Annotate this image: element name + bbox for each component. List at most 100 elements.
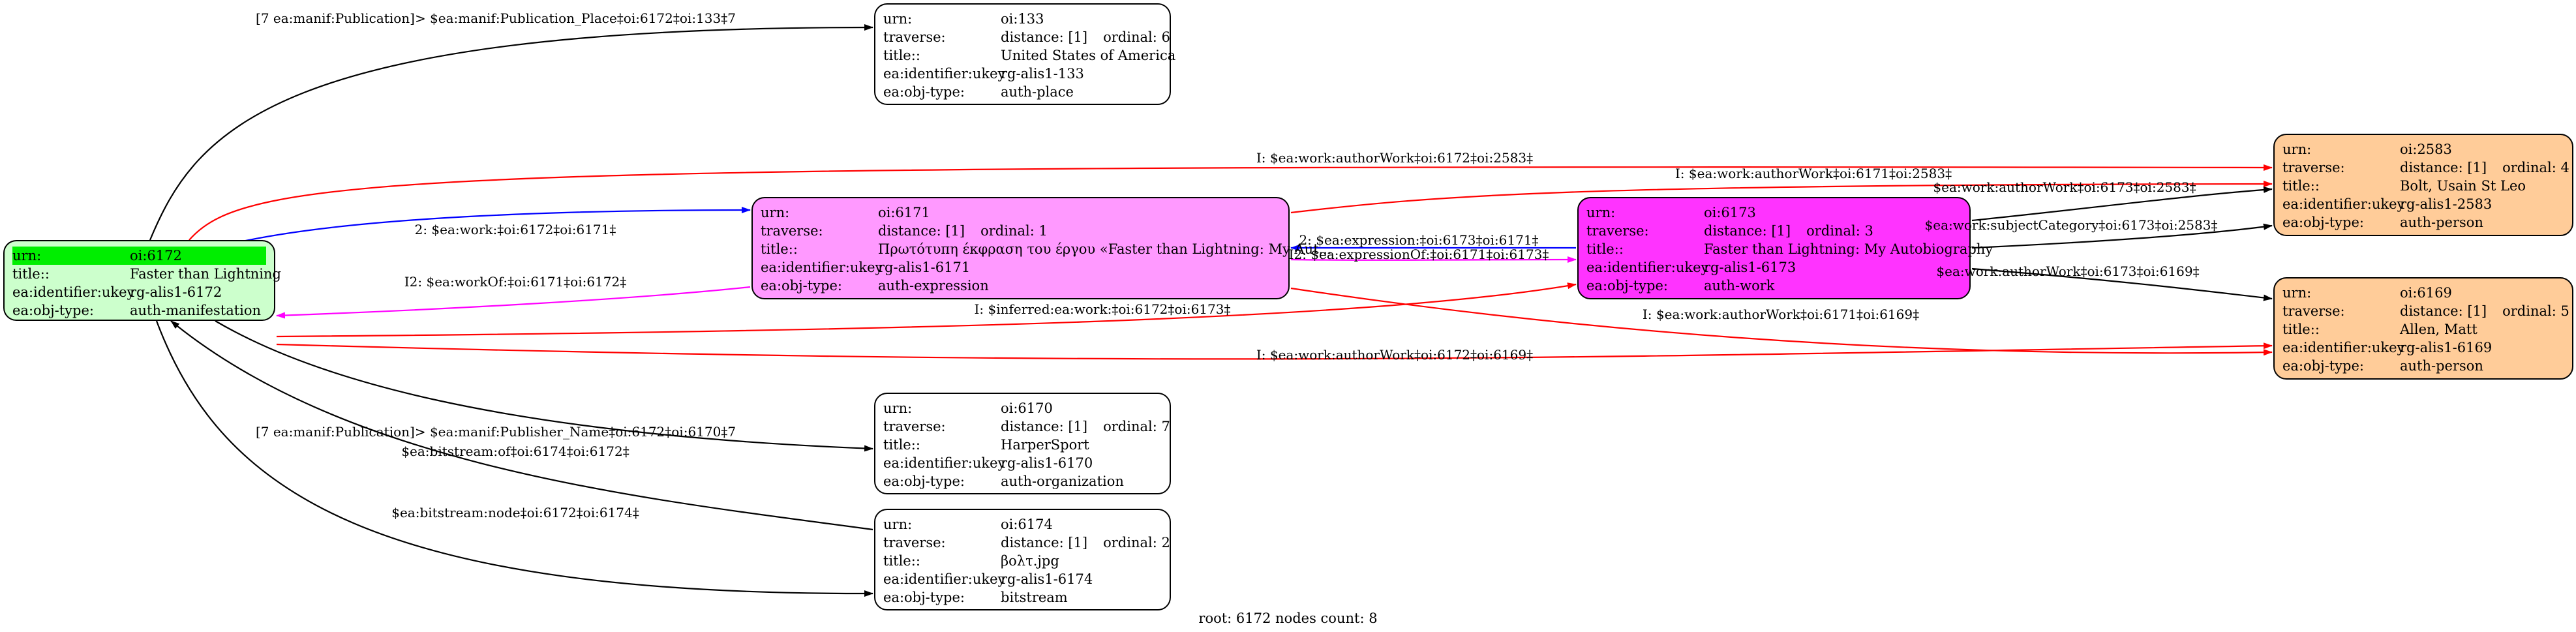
node-field-key: ea:obj-type: xyxy=(761,278,842,293)
node-field-value-text: oi:6173 xyxy=(1704,205,1756,220)
node-field-key: traverse: xyxy=(761,223,823,239)
edge-line xyxy=(276,342,2273,360)
edge-line xyxy=(189,164,2273,241)
node-field-key: ea:obj-type: xyxy=(12,303,94,318)
node-field-key: urn: xyxy=(12,248,42,263)
node-field-key: ea:obj-type: xyxy=(883,590,965,605)
node-field-value: distance: [1]ordinal: 5 xyxy=(2400,302,2569,320)
node-field-key: ea:obj-type: xyxy=(2282,358,2364,374)
node-field-value-text: oi:6169 xyxy=(2400,285,2452,301)
node-field-value-text: auth-place xyxy=(1001,84,1074,100)
edge-line xyxy=(242,207,751,243)
edge-line xyxy=(1290,181,2273,214)
node-field-value-text: oi:6170 xyxy=(1001,400,1053,416)
node-row: traverse: distance: [1]ordinal: 6 xyxy=(883,28,1170,46)
node-field-value: rg-alis1-6169 xyxy=(2400,339,2564,357)
node-field-value: oi:6169 xyxy=(2400,284,2564,302)
node-field-value-text: distance: [1] xyxy=(2400,303,2487,319)
node-row: traverse:distance: [1]ordinal: 7 xyxy=(883,417,1170,436)
node-field-value: auth-place xyxy=(1001,83,1162,101)
node-field-key: title:: xyxy=(2282,178,2320,194)
node-field-value: auth-person xyxy=(2400,357,2564,375)
node-field-value-text: auth-manifestation xyxy=(130,303,262,318)
node-field-value-text: oi:6174 xyxy=(1001,517,1053,532)
node-field-value: bitstream xyxy=(1001,588,1162,607)
node-field-value-text: rg-alis1-6173 xyxy=(1704,260,1796,275)
node-field-value: distance: [1]ordinal: 6 xyxy=(1001,28,1170,46)
node-field-key: traverse: xyxy=(883,29,946,45)
node-field-key: ea:identifier:ukey xyxy=(883,455,1006,471)
node-field-value-text: distance: [1] xyxy=(1001,535,1088,550)
node-field-key: title:: xyxy=(761,241,798,257)
node-ordinal: ordinal: 4 xyxy=(2502,160,2569,175)
node-row: title::Faster than Lightning xyxy=(12,265,281,283)
edge-label: I2: $ea:expressionOf:‡oi:6171‡oi:6173‡ xyxy=(1288,247,1549,262)
node-field-value-text: distance: [1] xyxy=(2400,160,2487,175)
node-field-value: distance: [1] ordinal: 4 xyxy=(2400,158,2569,177)
node-field-value: oi:133 xyxy=(1001,10,1162,28)
node-field-key: title:: xyxy=(2282,322,2320,337)
node-field-value: auth-person xyxy=(2400,213,2564,232)
node-ordinal: ordinal: 1 xyxy=(980,223,1048,239)
node-row: title::Bolt, Usain St Leo xyxy=(2282,177,2564,195)
node-field-value: distance: [1] ordinal: 2 xyxy=(1001,534,1170,552)
node-row: urn:oi:6173 xyxy=(1586,203,1962,222)
node-field-value: rg-alis1-6172 xyxy=(130,283,266,301)
node-field-value: Faster than Lightning: My Autobiography xyxy=(1704,240,1993,258)
node-row: urn:oi:133 xyxy=(883,10,1162,28)
node-row: ea:obj-type:auth-place xyxy=(883,83,1162,101)
node-field-value-text: auth-expression xyxy=(878,278,989,293)
node-row: ea:obj-type:auth-organization xyxy=(883,472,1162,490)
node-field-value-text: auth-work xyxy=(1704,278,1775,293)
edge-line xyxy=(215,320,873,452)
node-field-key: traverse: xyxy=(1586,223,1649,239)
node-field-value-text: bitstream xyxy=(1001,590,1068,605)
node-field-key: urn: xyxy=(883,517,913,532)
node-field-value: rg-alis1-2583 xyxy=(2400,195,2564,213)
node-row: urn:oi:6172 xyxy=(12,247,266,265)
node-row: title::United States of America xyxy=(883,46,1175,65)
edge-line xyxy=(1290,287,2273,356)
edge-label: I: $ea:work:authorWork‡oi:6172‡oi:2583‡ xyxy=(1256,150,1534,166)
node-field-value-text: rg-alis1-6174 xyxy=(1001,571,1093,587)
node-field-key: ea:identifier:ukey xyxy=(883,66,1006,82)
node-row: ea:obj-type:auth-person xyxy=(2282,213,2564,232)
node-row: ea:obj-type:auth-work xyxy=(1586,277,1962,295)
node-field-key: urn: xyxy=(2282,142,2312,157)
node-field-key: ea:obj-type: xyxy=(883,474,965,489)
edge-label: $ea:bitstream:node‡oi:6172‡oi:6174‡ xyxy=(391,505,639,520)
edge-line xyxy=(1971,186,2273,222)
node-ordinal: ordinal: 3 xyxy=(1806,223,1873,239)
node-field-key: ea:identifier:ukey xyxy=(2282,340,2405,355)
node-field-value-text: rg-alis1-133 xyxy=(1001,66,1084,82)
node-field-value-text: oi:2583 xyxy=(2400,142,2452,157)
node-field-value-text: βολτ.jpg xyxy=(1001,553,1059,569)
node-field-value: oi:6173 xyxy=(1704,203,1962,222)
node-row: ea:obj-type: auth-expression xyxy=(761,277,1280,295)
node-field-key: urn: xyxy=(761,205,790,220)
node-field-value: auth-expression xyxy=(878,277,1280,295)
node-field-value-text: oi:6171 xyxy=(878,205,930,220)
node-field-value-text: rg-alis1-6169 xyxy=(2400,340,2493,355)
graph-footer: root: 6172 nodes count: 8 xyxy=(1198,610,1378,626)
node-field-key: ea:identifier:ukey xyxy=(883,571,1006,587)
edge-line xyxy=(1971,267,2273,301)
node-ordinal: ordinal: 6 xyxy=(1103,29,1170,45)
node-field-key: title:: xyxy=(883,437,920,453)
node-ordinal: ordinal: 2 xyxy=(1103,535,1170,550)
node-field-key: title:: xyxy=(1586,241,1624,257)
node-field-value: United States of America xyxy=(1001,46,1175,65)
